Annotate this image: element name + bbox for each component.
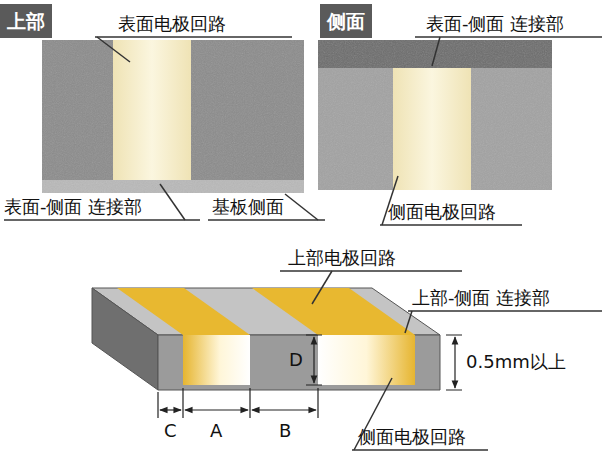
part-label: 侧面电极回路 [358, 426, 466, 448]
part-label: 上部电极回路 [288, 247, 396, 269]
dimension-label: D [289, 349, 303, 371]
top-photo [42, 40, 304, 193]
dimension-lines [158, 335, 462, 418]
part-label: 表面-侧面 连接部 [426, 13, 564, 35]
part-label: 基板侧面 [212, 196, 284, 218]
part-label: 表面-侧面 连接部 [4, 196, 142, 218]
section-tag: 上部 [0, 4, 52, 38]
chip-block [92, 288, 440, 390]
leader-lines [4, 37, 602, 225]
tag-text: 上部 [7, 9, 45, 33]
part-label: 表面电极回路 [118, 13, 226, 35]
part-label: 侧面电极回路 [388, 201, 496, 223]
dimension-label: A [210, 420, 222, 442]
leader-lines [280, 271, 602, 450]
side-photo [318, 40, 552, 190]
section-tag: 侧面 [320, 4, 372, 38]
tag-text: 侧面 [327, 9, 365, 33]
dimension-label: 0.5mm以上 [466, 351, 566, 373]
dimension-label: C [164, 420, 177, 442]
dimension-label: B [279, 420, 291, 442]
part-label: 上部-侧面 连接部 [412, 287, 550, 309]
